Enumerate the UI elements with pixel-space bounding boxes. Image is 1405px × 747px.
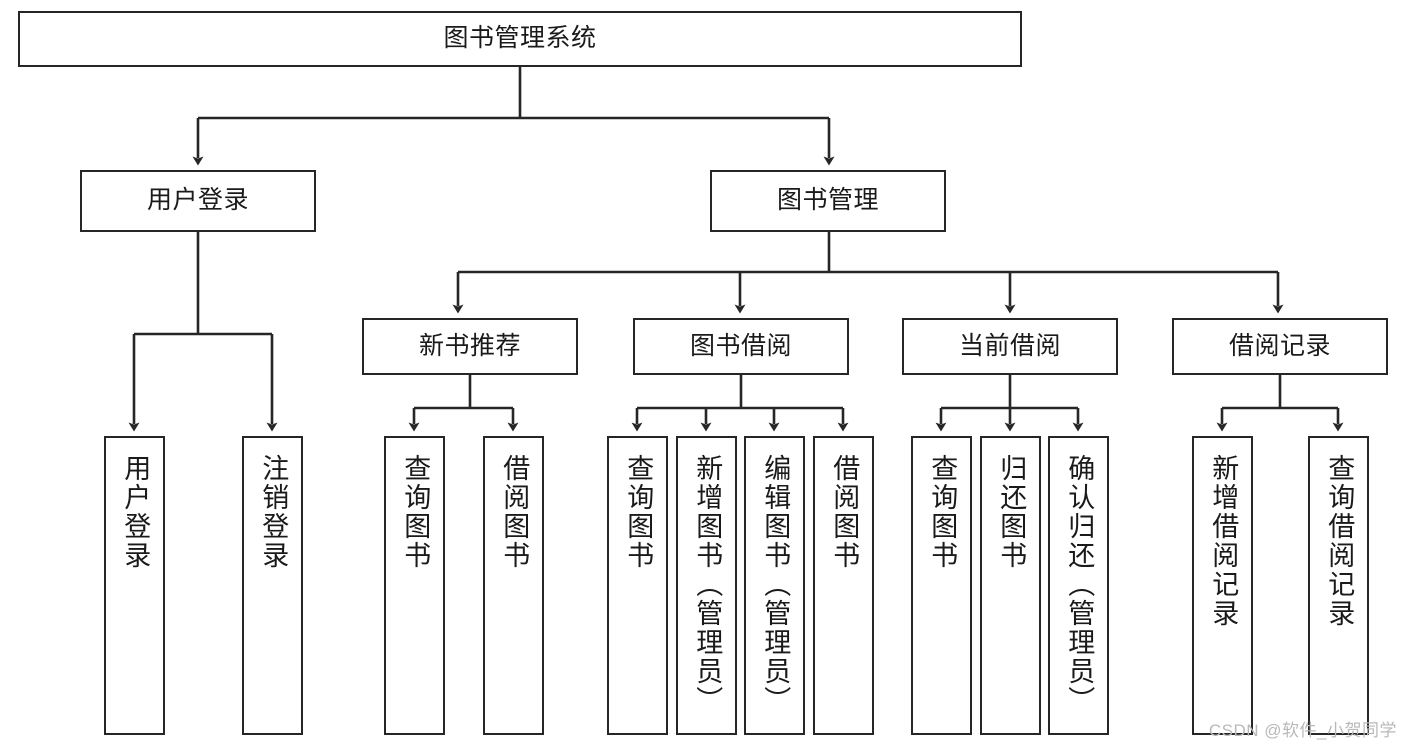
node-book-borrowing[interactable]: 图书借阅 xyxy=(633,318,849,375)
node-label: 新增借阅记录 xyxy=(1208,454,1239,628)
node-label: 查询借阅记录 xyxy=(1324,454,1355,628)
node-label: 查询图书 xyxy=(927,454,958,570)
leaf-borrow-book-new[interactable]: 借阅图书 xyxy=(483,436,544,735)
node-label: 用户登录 xyxy=(120,454,151,570)
node-current-borrowing[interactable]: 当前借阅 xyxy=(902,318,1118,375)
node-label: 编辑图书（管理员） xyxy=(760,454,791,715)
node-label: 图书管理 xyxy=(776,186,879,215)
node-label: 确认归还（管理员） xyxy=(1064,454,1095,715)
leaf-user-login[interactable]: 用户登录 xyxy=(104,436,165,735)
node-label: 借阅记录 xyxy=(1228,331,1331,360)
leaf-query-book-current[interactable]: 查询图书 xyxy=(911,436,972,735)
node-label: 查询图书 xyxy=(400,454,431,570)
node-label: 新增图书（管理员） xyxy=(692,454,723,715)
node-new-book-recommendation[interactable]: 新书推荐 xyxy=(362,318,578,375)
node-label: 新书推荐 xyxy=(418,331,521,360)
node-label: 当前借阅 xyxy=(958,331,1061,360)
watermark-text: CSDN @软件_小贺同学 xyxy=(1208,721,1397,740)
node-label: 用户登录 xyxy=(146,186,249,215)
leaf-query-book-new[interactable]: 查询图书 xyxy=(384,436,445,735)
node-label: 借阅图书 xyxy=(829,454,860,570)
node-borrowing-records[interactable]: 借阅记录 xyxy=(1172,318,1388,375)
node-root-system[interactable]: 图书管理系统 xyxy=(18,11,1022,67)
node-label: 图书借阅 xyxy=(689,331,792,360)
node-label: 归还图书 xyxy=(996,454,1027,570)
node-label: 查询图书 xyxy=(623,454,654,570)
leaf-add-borrow-record[interactable]: 新增借阅记录 xyxy=(1192,436,1253,735)
leaf-add-book-admin[interactable]: 新增图书（管理员） xyxy=(676,436,737,735)
node-label: 注销登录 xyxy=(258,454,289,570)
leaf-query-borrow-record[interactable]: 查询借阅记录 xyxy=(1308,436,1369,735)
leaf-confirm-return-admin[interactable]: 确认归还（管理员） xyxy=(1048,436,1109,735)
node-user-login[interactable]: 用户登录 xyxy=(80,170,316,232)
leaf-return-book[interactable]: 归还图书 xyxy=(980,436,1041,735)
node-label: 图书管理系统 xyxy=(443,24,597,53)
node-book-management[interactable]: 图书管理 xyxy=(710,170,946,232)
leaf-logout[interactable]: 注销登录 xyxy=(242,436,303,735)
leaf-edit-book-admin[interactable]: 编辑图书（管理员） xyxy=(744,436,805,735)
node-label: 借阅图书 xyxy=(499,454,530,570)
leaf-query-book-borrow[interactable]: 查询图书 xyxy=(607,436,668,735)
leaf-borrow-book[interactable]: 借阅图书 xyxy=(813,436,874,735)
